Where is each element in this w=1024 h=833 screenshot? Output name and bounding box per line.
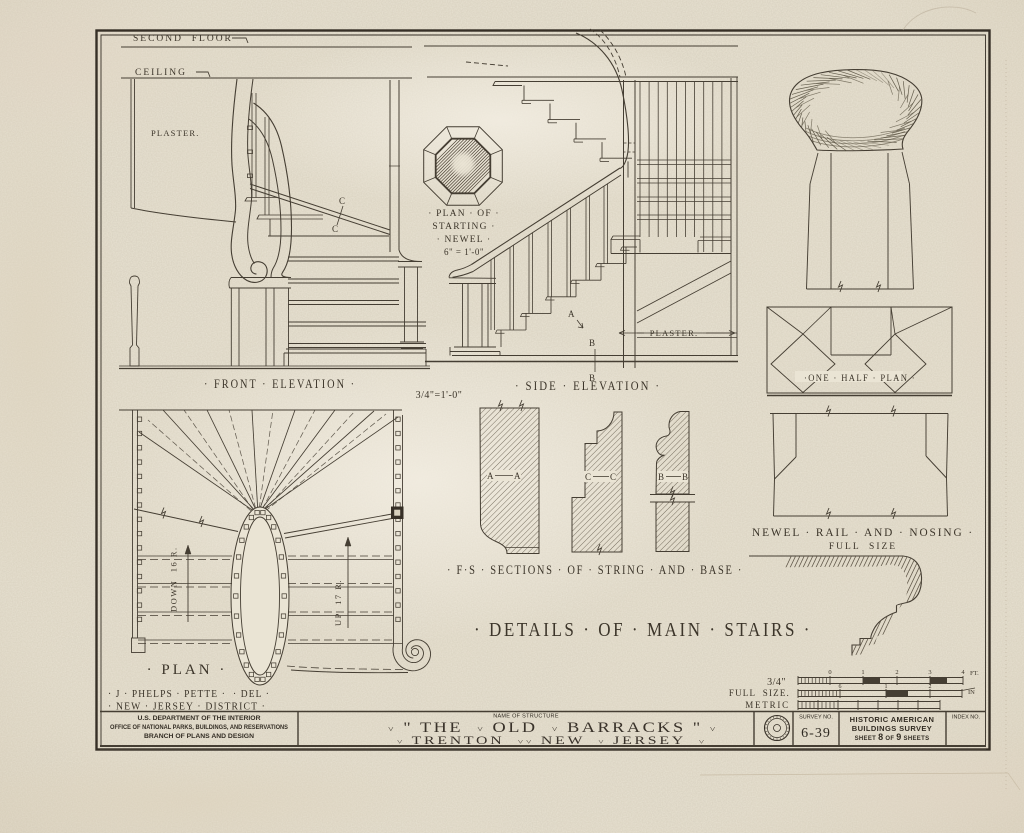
svg-text:B: B [658, 472, 664, 482]
svg-text:FT.: FT. [970, 670, 979, 677]
svg-text:U.S. DEPARTMENT OF THE INTERIO: U.S. DEPARTMENT OF THE INTERIOR [138, 715, 261, 722]
svg-text:C: C [610, 472, 616, 482]
svg-text:NEWEL · RAIL · AND · NOSING ·: NEWEL · RAIL · AND · NOSING · [752, 525, 974, 539]
svg-text:· PLAN · OF ·: · PLAN · OF · [428, 209, 500, 219]
svg-text:HISTORIC AMERICAN: HISTORIC AMERICAN [850, 715, 935, 724]
svg-text:˅ " THE ˅ OLD ˅ BARRACKS " ˅: ˅ " THE ˅ OLD ˅ BARRACKS " ˅ [388, 720, 718, 736]
svg-text:4: 4 [961, 669, 965, 676]
svg-text:FULL SIZE.: FULL SIZE. [729, 688, 790, 698]
svg-text:˅ TRENTON ˅˅ NEW ˅ JERSEY ˅: ˅ TRENTON ˅˅ NEW ˅ JERSEY ˅ [397, 735, 707, 747]
svg-text:B: B [589, 338, 595, 348]
svg-text:STARTING ·: STARTING · [432, 222, 495, 232]
svg-text:· SIDE · ELEVATION ·: · SIDE · ELEVATION · [515, 378, 661, 393]
svg-text:2: 2 [929, 684, 932, 690]
svg-text:0: 0 [828, 669, 831, 676]
svg-text:2: 2 [895, 669, 898, 676]
svg-text:· NEWEL ·: · NEWEL · [437, 235, 492, 245]
svg-text:OFFICE OF NATIONAL PARKS, BUIL: OFFICE OF NATIONAL PARKS, BUILDINGS, AND… [110, 724, 288, 731]
svg-text:· NEW · JERSEY · DISTRICT ·: · NEW · JERSEY · DISTRICT · [108, 702, 266, 713]
svg-text:NAME OF STRUCTURE: NAME OF STRUCTURE [493, 714, 559, 720]
svg-text:SECOND FLOOR: SECOND FLOOR [133, 34, 233, 44]
svg-text:B: B [589, 373, 595, 383]
svg-text:FULL SIZE: FULL SIZE [829, 542, 897, 552]
svg-text:UP 17 R.: UP 17 R. [333, 579, 343, 626]
svg-text:SHEET 8 OF 9 SHEETS: SHEET 8 OF 9 SHEETS [855, 732, 930, 742]
svg-text:1: 1 [861, 669, 864, 676]
svg-text:· PLAN ·: · PLAN · [147, 662, 228, 678]
svg-text:C: C [332, 224, 338, 234]
svg-text:A: A [568, 309, 575, 319]
svg-text:1: 1 [885, 684, 888, 690]
svg-text:6" = 1'-0": 6" = 1'-0" [444, 247, 484, 257]
svg-text:INDEX NO.: INDEX NO. [952, 715, 981, 721]
svg-text:C: C [585, 472, 591, 482]
svg-text:3: 3 [928, 669, 931, 676]
svg-text:A: A [514, 471, 521, 481]
svg-text:6: 6 [839, 684, 842, 690]
svg-text:BRANCH OF PLANS AND DESIGN: BRANCH OF PLANS AND DESIGN [144, 733, 254, 740]
svg-text:· FRONT · ELEVATION ·: · FRONT · ELEVATION · [204, 376, 356, 391]
svg-text:SURVEY NO.: SURVEY NO. [799, 715, 833, 721]
svg-text:IN: IN [968, 689, 975, 696]
svg-text:A: A [487, 471, 494, 481]
svg-text:BUILDINGS SURVEY: BUILDINGS SURVEY [852, 724, 932, 733]
svg-text:· F·S · SECTIONS · OF · STRING: · F·S · SECTIONS · OF · STRING · AND · B… [447, 563, 743, 577]
svg-text:·ONE · HALF · PLAN ·: ·ONE · HALF · PLAN · [804, 374, 916, 384]
svg-text:· J · PHELPS · PETTE · · DEL: · J · PHELPS · PETTE · · DEL · [108, 689, 270, 700]
svg-text:B: B [682, 472, 688, 482]
svg-text:CEILING: CEILING [135, 68, 187, 78]
svg-text:6-39: 6-39 [801, 726, 831, 741]
svg-text:· DETAILS · OF · MAIN · STAIRS: · DETAILS · OF · MAIN · STAIRS · [474, 619, 812, 641]
svg-text:DOWN 16 R.: DOWN 16 R. [169, 546, 179, 612]
svg-text:METRIC: METRIC [745, 700, 790, 710]
svg-text:PLASTER.: PLASTER. [151, 128, 200, 138]
svg-text:3/4": 3/4" [767, 677, 786, 688]
svg-text:PLASTER.: PLASTER. [650, 328, 699, 338]
svg-text:3/4"=1'-0": 3/4"=1'-0" [416, 390, 463, 401]
svg-text:C: C [339, 196, 345, 206]
